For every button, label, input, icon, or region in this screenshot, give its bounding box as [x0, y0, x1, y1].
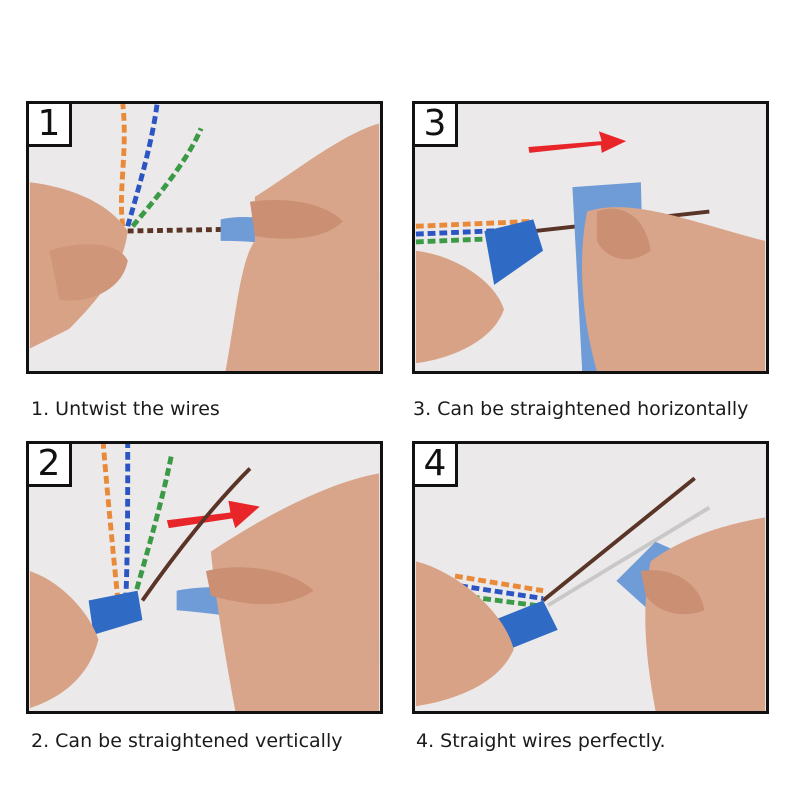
step-3-illustration [415, 104, 766, 371]
step-4-caption: 4. Straight wires perfectly. [416, 730, 666, 752]
step-number: 2 [29, 444, 72, 487]
step-number: 4 [415, 444, 458, 487]
step-2-photo: 2 [26, 441, 383, 714]
red-arrow-icon [528, 131, 627, 153]
step-number: 3 [415, 104, 458, 147]
step-3-photo: 3 [412, 101, 769, 374]
step-1-photo: 1 [26, 101, 383, 374]
step-3-caption: 3. Can be straightened horizontally [413, 398, 749, 420]
step-2-caption: 2. Can be straightened vertically [31, 730, 343, 752]
step-4-photo: 4 [412, 441, 769, 714]
step-1-caption: 1. Untwist the wires [31, 398, 220, 420]
step-1-illustration [29, 104, 380, 371]
step-2-illustration [29, 444, 380, 711]
red-arrow-icon [166, 500, 260, 529]
step-4-illustration [415, 444, 766, 711]
step-number: 1 [29, 104, 72, 147]
